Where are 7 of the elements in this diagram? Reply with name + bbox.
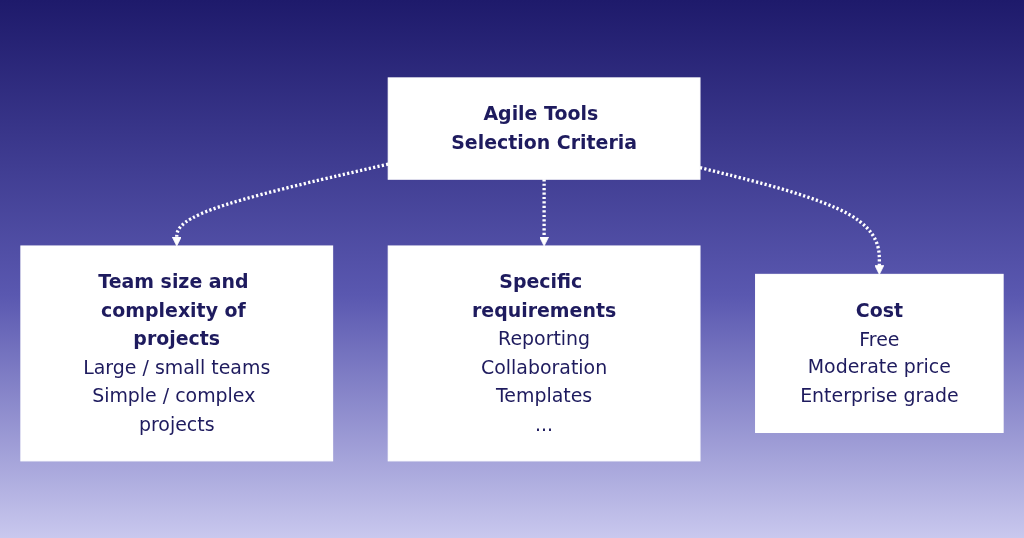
arrow [171,162,389,247]
arrow [699,165,885,275]
node-box: Cost Free Moderate price Enterprise grade [755,273,1004,433]
node-box: Specific requirements Reporting Collaboration Templates ... [387,245,701,462]
arrow [539,178,549,247]
node-box: Team size and complexity of projects Large / small teams Simple / complex projects [20,245,334,462]
node-box: Agile Tools Selection Criteria [387,76,701,180]
